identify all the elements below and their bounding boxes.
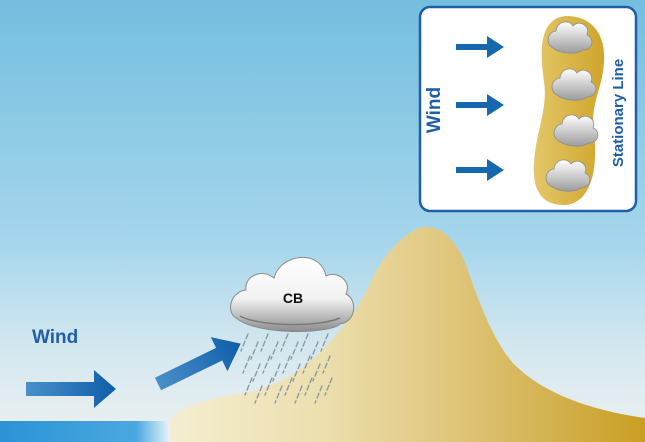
inset-wind-label: Wind <box>424 87 445 133</box>
stationary-line-label: Stationary Line <box>610 59 627 167</box>
stationary-line-inset: Wind Stationary Line <box>420 7 636 211</box>
cloud-label: CB <box>283 290 303 306</box>
inset-frame <box>420 7 636 211</box>
water <box>0 421 170 442</box>
wind-label: Wind <box>32 327 78 348</box>
